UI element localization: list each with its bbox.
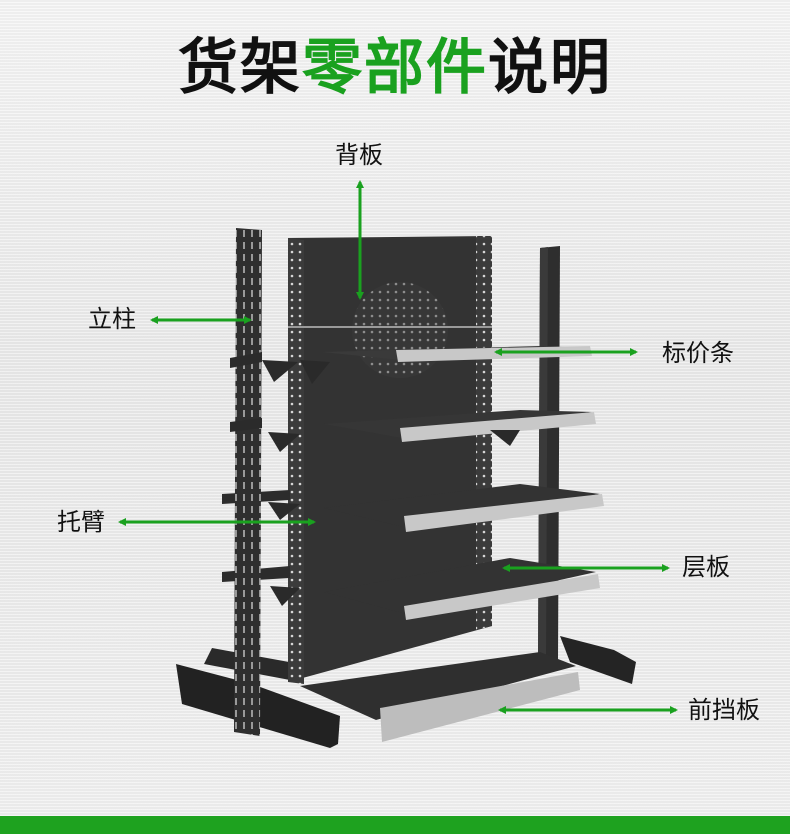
- label-price-strip: 标价条: [662, 339, 734, 367]
- bottom-accent-bar: [0, 816, 790, 834]
- title-part-3: 说明: [488, 33, 612, 103]
- shelf-1: [262, 346, 592, 384]
- left-upright: [230, 228, 262, 736]
- label-bracket: 托臂: [57, 508, 105, 536]
- label-kick-plate: 前挡板: [688, 696, 760, 724]
- title-part-1: 货架: [178, 33, 302, 103]
- label-shelf: 层板: [682, 553, 730, 581]
- shelves: [222, 346, 604, 742]
- label-back-panel: 背板: [335, 141, 383, 169]
- page-title: 货架零部件说明: [0, 28, 790, 108]
- callout-arrows: [118, 180, 678, 714]
- back-panel: [288, 236, 492, 684]
- label-upright: 立柱: [88, 305, 136, 333]
- title-part-2: 零部件: [302, 33, 488, 103]
- right-upright: [538, 246, 560, 662]
- base-shelf: [300, 652, 580, 742]
- shelf-4: [222, 558, 600, 620]
- shelf-2: [268, 410, 596, 452]
